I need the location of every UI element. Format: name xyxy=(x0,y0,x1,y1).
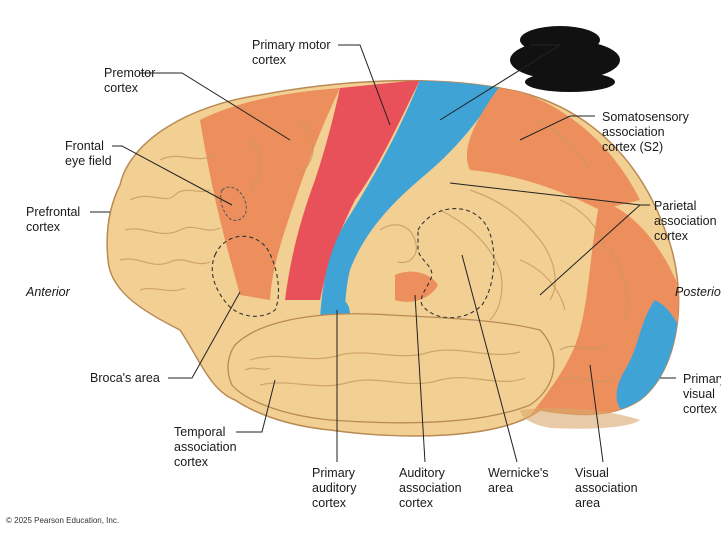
label-primary-auditory-cortex: Primary auditory cortex xyxy=(312,466,357,510)
label-frontal-eye-field: Frontal eye field xyxy=(65,139,112,168)
label-somatosensory-association-cortex: Somatosensory association cortex (S2) xyxy=(602,110,689,154)
label-temporal-association-cortex: Temporal association cortex xyxy=(174,425,237,469)
gyri-texture xyxy=(119,119,628,387)
label-anterior: Anterior xyxy=(26,285,70,299)
redaction-scribble xyxy=(510,26,620,92)
auditory-region xyxy=(395,271,438,302)
premotor-region xyxy=(200,88,340,300)
leader-lines xyxy=(90,44,676,463)
label-primary-motor-cortex: Primary motor cortex xyxy=(252,38,331,67)
copyright-notice: © 2025 Pearson Education, Inc. xyxy=(6,516,120,525)
label-parietal-association-cortex: Parietal association cortex xyxy=(654,199,717,243)
label-auditory-association-cortex: Auditory association cortex xyxy=(399,466,462,510)
label-prefrontal-cortex: Prefrontal cortex xyxy=(26,205,81,234)
label-wernickes-area: Wernicke's area xyxy=(488,466,549,495)
primary-motor-region xyxy=(285,80,420,300)
broca-outline xyxy=(211,235,280,317)
primary-somatosensory-region xyxy=(320,80,500,320)
label-premotor-cortex: Premotor cortex xyxy=(104,66,156,95)
frontal-eye-field-region xyxy=(220,186,247,221)
label-brocas-area: Broca's area xyxy=(90,371,160,385)
cerebellum-shape xyxy=(520,408,640,429)
label-posterior: Posterior xyxy=(675,285,721,299)
temporal-lobe xyxy=(227,313,555,424)
wernicke-outline xyxy=(417,208,495,319)
label-primary-visual-cortex: Primary visual cortex xyxy=(683,372,721,416)
label-visual-association-area: Visual association area xyxy=(575,466,638,510)
somatosensory-association-region xyxy=(466,86,640,210)
